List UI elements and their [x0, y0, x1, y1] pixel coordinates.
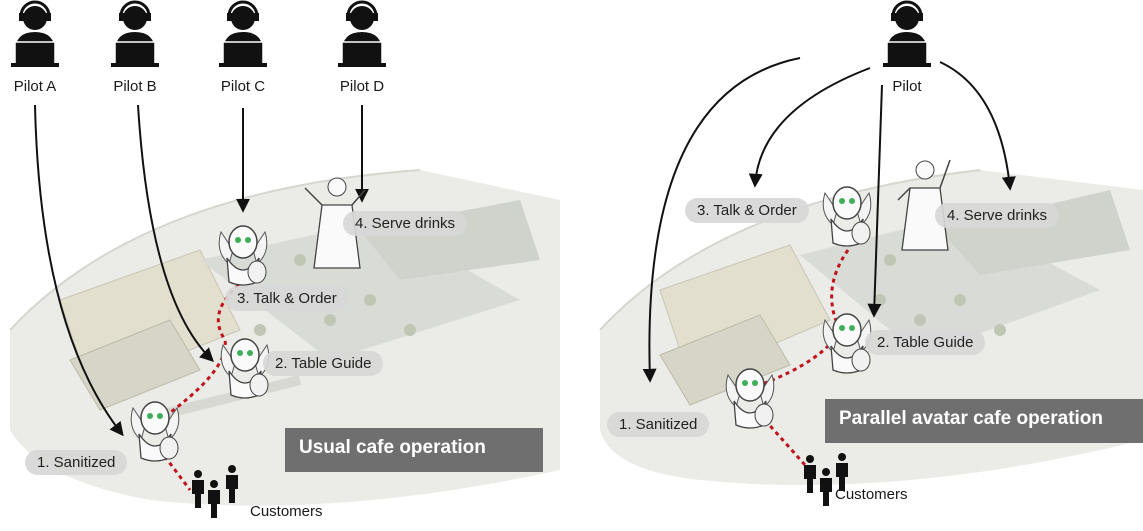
left-pilot-c-label: Pilot C — [220, 78, 266, 95]
left-label-serve-drinks: 4. Serve drinks — [343, 211, 468, 236]
right-arrow-sanitized — [642, 57, 801, 383]
left-arrow-pilot-a — [34, 104, 124, 437]
right-label-table-guide: 2. Table Guide — [865, 330, 986, 355]
left-label-table-guide: 2. Table Guide — [263, 351, 384, 376]
right-arrow-talk-order — [748, 67, 871, 188]
left-pilot-b-label: Pilot B — [113, 78, 157, 95]
left-pilot-a-icon — [9, 0, 61, 69]
right-arrow-serve-drinks — [939, 61, 1016, 191]
left-pilot-d-icon — [336, 0, 388, 69]
right-label-talk-order: 3. Talk & Order — [685, 198, 809, 223]
right-route-path — [759, 249, 850, 466]
left-arrow-pilot-b — [137, 104, 215, 362]
left-pilot-c-icon — [217, 0, 269, 69]
left-label-sanitized: 1. Sanitized — [25, 450, 128, 475]
left-customers-label: Customers — [250, 503, 323, 520]
left-banner-usual-operation: Usual cafe operation — [285, 428, 543, 472]
right-customers-label: Customers — [835, 486, 908, 503]
left-pilot-b-icon — [109, 0, 161, 69]
right-banner-parallel-operation: Parallel avatar cafe operation — [825, 399, 1143, 443]
left-label-talk-order: 3. Talk & Order — [225, 286, 349, 311]
left-pilot-a-label: Pilot A — [13, 78, 57, 95]
right-arrow-table-guide — [867, 84, 883, 318]
right-robot-serve-drinks — [897, 159, 951, 251]
right-pilot-icon — [881, 0, 933, 69]
right-label-serve-drinks: 4. Serve drinks — [935, 203, 1060, 228]
right-pilot-label: Pilot — [892, 78, 922, 95]
left-pilot-d-label: Pilot D — [339, 78, 385, 95]
right-label-sanitized: 1. Sanitized — [607, 412, 710, 437]
